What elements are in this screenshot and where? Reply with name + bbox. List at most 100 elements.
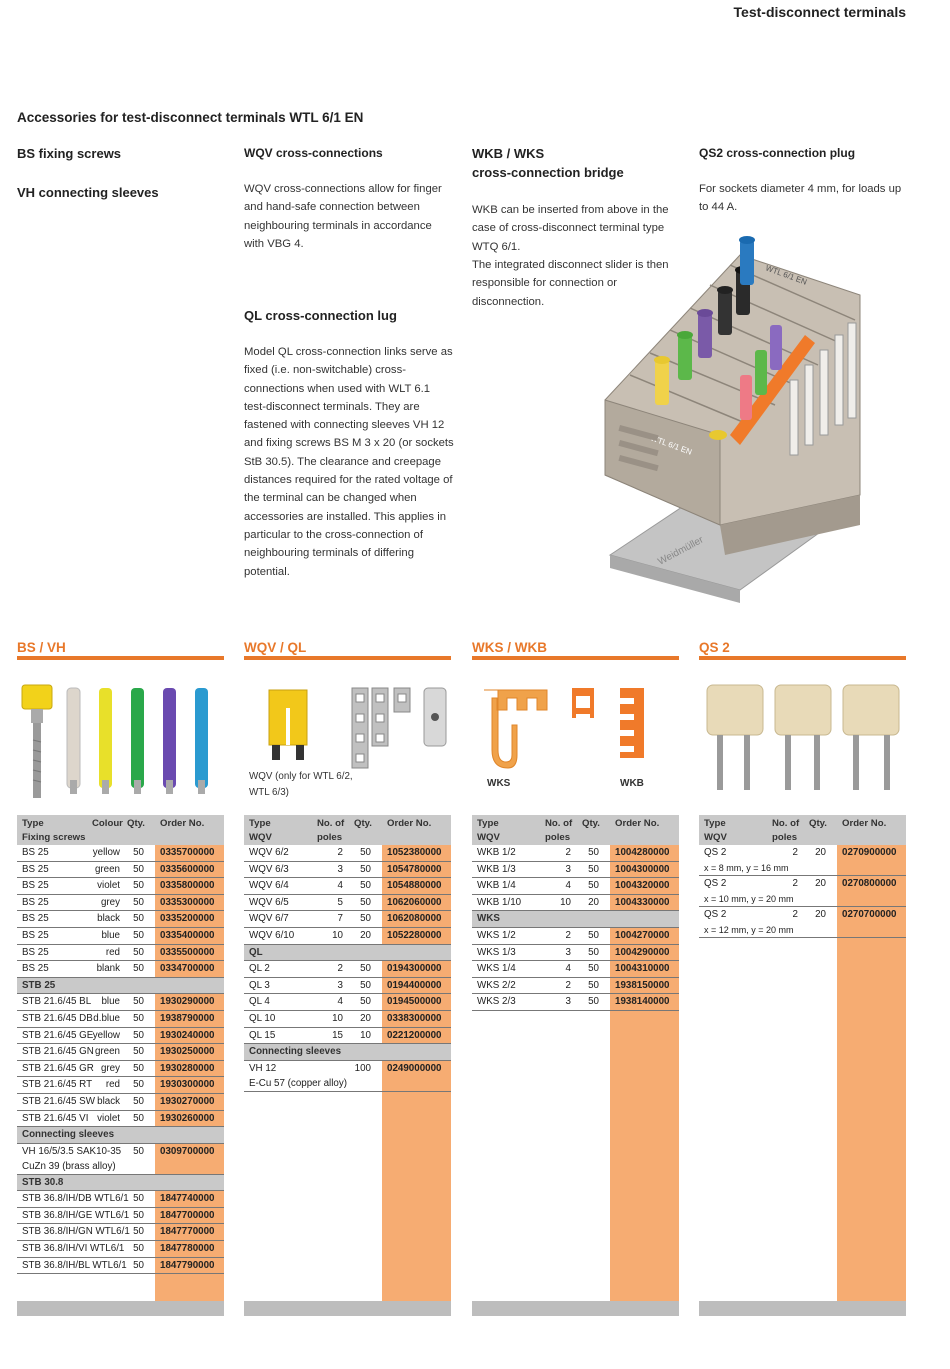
cell-type: WKS 1/2	[477, 929, 516, 941]
page-header-title: Test-disconnect terminals	[733, 4, 906, 20]
cell-order: 0249000000	[387, 1062, 442, 1074]
cell-poles: 2	[792, 878, 798, 889]
cell-order: 1062080000	[387, 913, 442, 925]
qs2-product-image	[706, 684, 900, 790]
cell-qty: 50	[133, 1259, 144, 1271]
cell-order: 1054880000	[387, 880, 442, 892]
cell-poles: 15	[332, 1029, 343, 1041]
cell-qty: 50	[133, 847, 144, 858]
cell-type: STB 36.8/IH/GE WTL6/1	[22, 1209, 130, 1221]
table-footer-bar-4	[699, 1301, 906, 1316]
cell-order: 1004270000	[615, 929, 670, 941]
qs2-table: Type WQV No. of poles Qty. Order No. QS …	[699, 815, 906, 938]
cell-type: WKB 1/2	[477, 847, 516, 858]
subheader-label: QL	[249, 946, 263, 958]
cell-type: WKS 1/4	[477, 963, 516, 975]
cell-type: STB 21.6/45 SW	[22, 1095, 95, 1107]
cell-order: 1004300000	[615, 863, 670, 875]
cell-qty: 50	[133, 896, 144, 908]
cell-order: 1847700000	[160, 1209, 215, 1221]
col-poles: No. of poles	[545, 818, 573, 843]
cell-type: STB 21.6/45 VI	[22, 1112, 89, 1124]
cell-colour: grey	[100, 1062, 120, 1074]
subheader-label: Connecting sleeves	[249, 1046, 342, 1058]
cell-qty: 20	[815, 847, 826, 858]
subheader-label: STB 30.8	[22, 1176, 64, 1188]
cell-qty: 50	[588, 880, 599, 892]
cell-qty: 50	[588, 847, 599, 858]
cell-order: 1062060000	[387, 896, 442, 908]
cell-type: BS 25	[22, 880, 49, 892]
cell-qty: 50	[360, 863, 371, 875]
col-colour: Colour	[92, 818, 123, 829]
cell-order: 1847740000	[160, 1193, 215, 1205]
cell-qty: 50	[360, 913, 371, 925]
cell-order: 0335200000	[160, 913, 215, 925]
cell-order: 1930300000	[160, 1079, 215, 1091]
section-title-qs2: QS 2	[699, 640, 730, 655]
bs-vh-table: Type Fixing screws Colour Qty. Order No.…	[17, 815, 224, 1275]
cell-qty: 50	[133, 1193, 144, 1205]
cell-poles: 3	[565, 946, 571, 958]
cell-qty: 50	[133, 1079, 144, 1091]
cell-order: 0270900000	[842, 847, 897, 858]
cell-type: QL 15	[249, 1029, 276, 1041]
cell-poles: 10	[332, 1012, 343, 1024]
section-rule-3	[472, 656, 679, 660]
cell-type: STB 36.8/IH/DB WTL6/1	[22, 1193, 129, 1205]
cell-qty: 50	[360, 880, 371, 892]
order-column-bg-1	[155, 845, 224, 1301]
table-header: Type WQV No. of poles Qty. Order No.	[244, 815, 451, 845]
cell-order: 0338300000	[387, 1012, 442, 1024]
cell-order: 0194300000	[387, 963, 442, 975]
cell-type: STB 21.6/45 GN	[22, 1046, 94, 1058]
section-title-wqv-ql: WQV / QL	[244, 640, 307, 655]
cell-order: 1052380000	[387, 847, 442, 858]
cell-qty: 50	[133, 1243, 144, 1255]
cell-type: WKB 1/10	[477, 896, 522, 908]
col-sub: WQV	[249, 832, 272, 843]
cell-qty: 50	[360, 963, 371, 975]
table-subheader: Connecting sleeves	[244, 1044, 451, 1061]
cell-order: 0194500000	[387, 996, 442, 1008]
cell-colour: violet	[97, 1112, 120, 1124]
cell-colour: blue	[101, 996, 120, 1008]
cell-colour: grey	[100, 896, 120, 908]
cell-type: WQV 6/5	[249, 896, 289, 908]
cell-order: 1938790000	[160, 1012, 215, 1024]
cell-type: QS 2	[704, 847, 727, 858]
cell-poles: 2	[565, 979, 571, 991]
cell-colour: violet	[97, 880, 120, 892]
wkb-description-1: WKB can be inserted from above in the ca…	[472, 204, 669, 253]
cell-order: 1930260000	[160, 1112, 215, 1124]
cell-order: 1054780000	[387, 863, 442, 875]
cell-qty: 50	[133, 1209, 144, 1221]
cell-qty: 50	[133, 1145, 144, 1157]
cell-type: STB 36.8/IH/VI WTL6/1	[22, 1243, 125, 1255]
wqv-heading: WQV cross-connections	[244, 146, 383, 160]
cell-qty: 50	[133, 863, 144, 875]
wkb-heading: WKB / WKS	[472, 146, 545, 161]
cell-order: 1847790000	[160, 1259, 215, 1271]
col-qty: Qty.	[127, 818, 145, 829]
cell-type: BS 25	[22, 946, 49, 958]
cell-type: QS 2	[704, 878, 727, 889]
cell-qty: 50	[588, 996, 599, 1008]
cell-order: 0335400000	[160, 929, 215, 941]
